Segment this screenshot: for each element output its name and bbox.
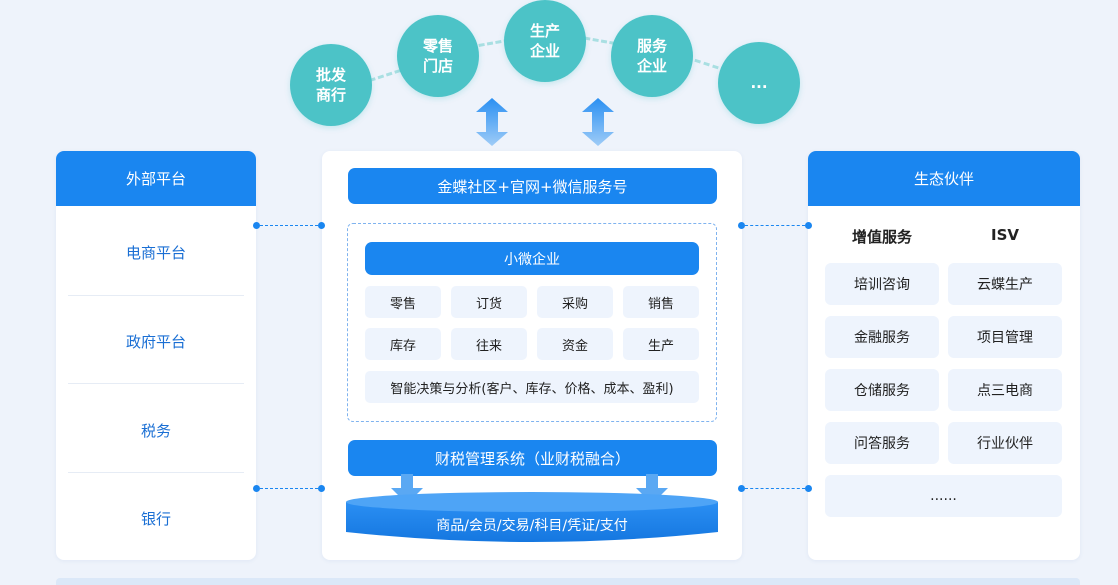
divider bbox=[68, 472, 244, 473]
module-accounts: 往来 bbox=[451, 328, 527, 360]
connector-dot bbox=[318, 485, 325, 492]
data-base-cylinder bbox=[346, 492, 718, 542]
connector-dot bbox=[805, 222, 812, 229]
module-sales: 销售 bbox=[623, 286, 699, 318]
government-platform: 政府平台 bbox=[125, 333, 186, 351]
eco-project: 项目管理 bbox=[948, 316, 1062, 358]
module-order: 订货 bbox=[451, 286, 527, 318]
circle-more: ... bbox=[718, 42, 800, 124]
connector-dot bbox=[738, 222, 745, 229]
eco-cloud-production: 云蝶生产 bbox=[948, 263, 1062, 305]
analytics-module: 智能决策与分析(客户、库存、价格、成本、盈利) bbox=[365, 371, 699, 403]
circle-retail: 零售 门店 bbox=[397, 15, 479, 97]
eco-warehouse: 仓储服务 bbox=[825, 369, 939, 411]
eco-more: ...... bbox=[825, 475, 1062, 517]
value-added-header: 增值服务 bbox=[851, 228, 912, 246]
isv-header: ISV bbox=[991, 226, 1019, 244]
connector-line bbox=[745, 225, 805, 226]
bidirectional-arrow-icon bbox=[582, 98, 614, 146]
connector-dot bbox=[253, 222, 260, 229]
eco-training: 培训咨询 bbox=[825, 263, 939, 305]
external-platforms-panel: 外部平台 电商平台 政府平台 税务 银行 bbox=[56, 151, 256, 560]
bank-item: 银行 bbox=[140, 510, 171, 528]
down-arrow-icon bbox=[636, 474, 668, 504]
connector-dot bbox=[318, 222, 325, 229]
divider bbox=[68, 383, 244, 384]
bottom-strip bbox=[56, 578, 1080, 585]
connector-dot bbox=[805, 485, 812, 492]
circle-service: 服务 企业 bbox=[611, 15, 693, 97]
module-inventory: 库存 bbox=[365, 328, 441, 360]
ecommerce-platform: 电商平台 bbox=[125, 244, 186, 262]
bidirectional-arrow-icon bbox=[476, 98, 508, 146]
divider bbox=[68, 295, 244, 296]
connector-dot bbox=[253, 485, 260, 492]
connector-line bbox=[745, 488, 805, 489]
community-channel-bar: 金蝶社区+官网+微信服务号 bbox=[348, 168, 717, 204]
down-arrow-icon bbox=[391, 474, 423, 504]
module-funds: 资金 bbox=[537, 328, 613, 360]
finance-tax-bar: 财税管理系统（业财税融合） bbox=[348, 440, 717, 476]
connector-line bbox=[260, 225, 318, 226]
data-base-label: 商品/会员/交易/科目/凭证/支付 bbox=[436, 518, 628, 534]
external-platforms-title: 外部平台 bbox=[56, 151, 256, 206]
eco-industry: 行业伙伴 bbox=[948, 422, 1062, 464]
eco-qa: 问答服务 bbox=[825, 422, 939, 464]
tax-item: 税务 bbox=[140, 422, 171, 440]
eco-finance: 金融服务 bbox=[825, 316, 939, 358]
eco-partners-title: 生态伙伴 bbox=[808, 151, 1080, 206]
module-purchase: 采购 bbox=[537, 286, 613, 318]
circle-production: 生产 企业 bbox=[504, 0, 586, 82]
module-production: 生产 bbox=[623, 328, 699, 360]
connector-dot bbox=[738, 485, 745, 492]
module-retail: 零售 bbox=[365, 286, 441, 318]
sme-bar: 小微企业 bbox=[365, 242, 699, 275]
connector-line bbox=[260, 488, 318, 489]
sme-module-group bbox=[347, 223, 717, 422]
circle-wholesale: 批发 商行 bbox=[290, 44, 372, 126]
eco-ecommerce: 点三电商 bbox=[948, 369, 1062, 411]
